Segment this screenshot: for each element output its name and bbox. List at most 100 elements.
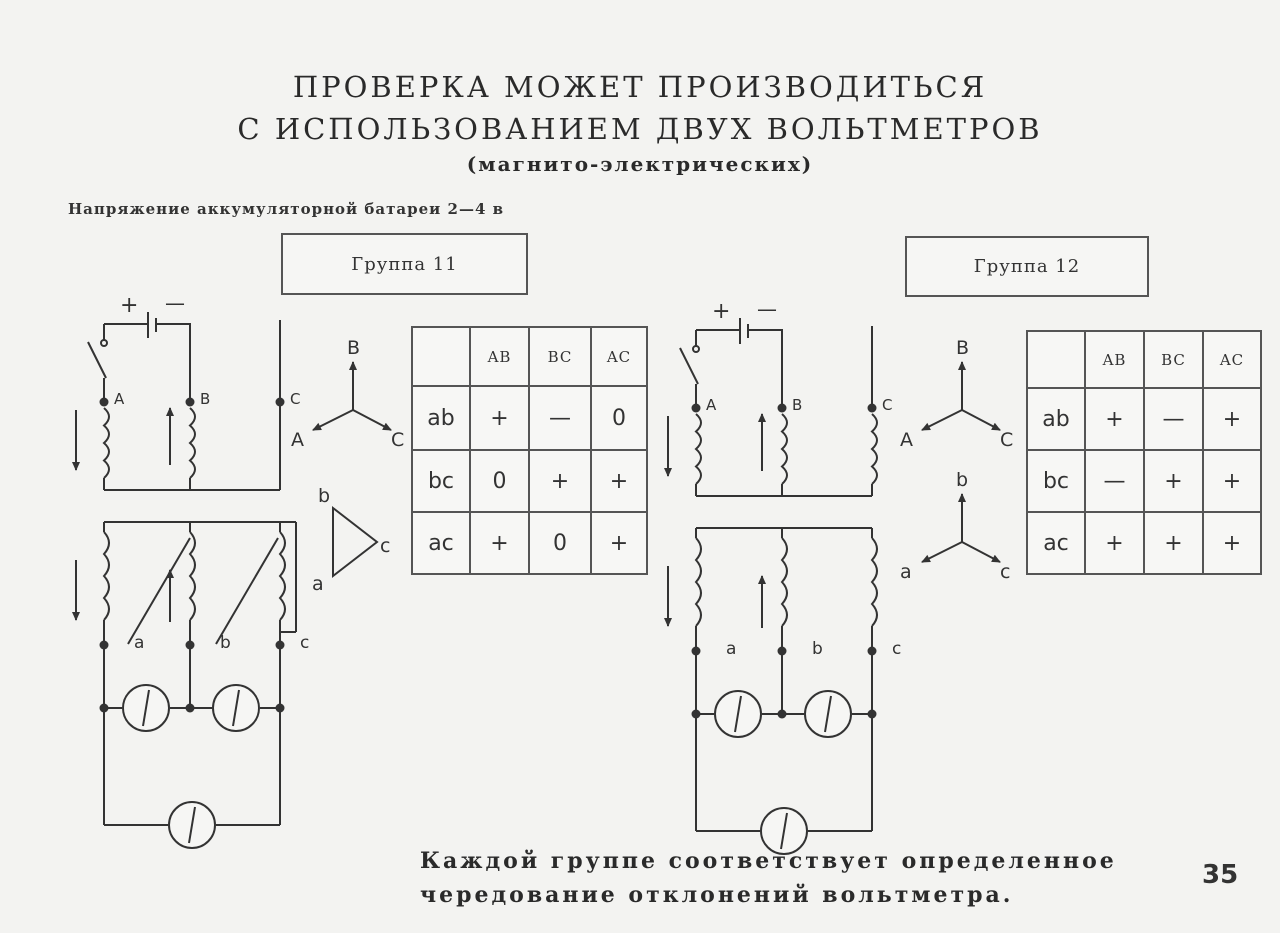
- secondary-delta-triangle: [332, 505, 379, 579]
- table-cell: —: [528, 385, 592, 451]
- primary-winding-b: [780, 413, 788, 485]
- secondary-delta-label: a: [312, 573, 324, 595]
- junction-dot: [777, 403, 787, 413]
- terminal-label: C: [882, 396, 892, 414]
- secondary-winding-a: [694, 537, 702, 627]
- table-corner: [1026, 330, 1086, 389]
- secondary-winding-c: [278, 531, 286, 621]
- table-cell: +: [469, 511, 530, 575]
- group-11-sign-table: AB BC AC ab + — 0 bc 0 + + ac + 0 +: [411, 326, 648, 575]
- column-header: AC: [590, 326, 648, 387]
- secondary-winding-b: [188, 531, 196, 621]
- junction-dot: [777, 709, 787, 719]
- terminal-label: B: [792, 396, 802, 414]
- group-12-label: Группа 12: [905, 236, 1149, 297]
- title-line-3: (магнито-электрических): [466, 152, 814, 176]
- group-11-label: Группа 11: [281, 233, 528, 295]
- table-cell: +: [1084, 511, 1145, 575]
- column-header: AB: [1084, 330, 1145, 389]
- table-corner: [411, 326, 471, 387]
- terminal-label: a: [726, 639, 736, 659]
- switch-blade: [679, 347, 699, 385]
- terminal-label: A: [706, 396, 717, 414]
- junction-dot: [185, 703, 195, 713]
- voltmeter-needle: [824, 695, 832, 733]
- secondary-winding-c: [870, 537, 878, 627]
- primary-star-vector: [961, 409, 1001, 431]
- secondary-winding-b: [780, 537, 788, 627]
- primary-star-vector: [312, 409, 354, 431]
- terminal-label: b: [220, 633, 231, 653]
- table-cell: 0: [590, 385, 648, 451]
- secondary-star-label: a: [900, 561, 912, 583]
- junction-dot: [867, 709, 877, 719]
- secondary-star-label: b: [956, 469, 968, 491]
- switch-blade: [87, 341, 107, 379]
- voltmeter-needle: [734, 695, 742, 733]
- battery-minus-sign: —: [757, 297, 777, 321]
- battery-plus-sign: +: [712, 299, 730, 324]
- wire: [156, 323, 191, 402]
- terminal-label: b: [812, 639, 823, 659]
- wire: [748, 329, 783, 408]
- table-cell: 0: [469, 449, 530, 513]
- switch-contact: [100, 339, 108, 347]
- table-cell: +: [1143, 511, 1204, 575]
- terminal-label: A: [114, 390, 125, 408]
- secondary-star-vector: [921, 541, 963, 563]
- terminal-label: c: [892, 639, 901, 659]
- row-header: bc: [411, 449, 471, 513]
- voltmeter-needle: [188, 806, 196, 844]
- junction-dot: [691, 403, 701, 413]
- table-cell: 0: [528, 511, 592, 575]
- table-cell: +: [528, 449, 592, 513]
- title-line-1: ПРОВЕРКА МОЖЕТ ПРОИЗВОДИТЬСЯ: [292, 70, 988, 104]
- terminal-label: a: [134, 633, 144, 653]
- table-cell: +: [590, 511, 648, 575]
- primary-star-label: C: [1000, 429, 1013, 451]
- primary-winding-a: [102, 407, 110, 479]
- voltmeter-needle: [232, 689, 240, 727]
- junction-dot: [275, 703, 285, 713]
- table-cell: +: [1202, 449, 1262, 513]
- row-header: ab: [1026, 387, 1086, 451]
- switch-contact: [692, 345, 700, 353]
- primary-winding-c: [870, 413, 878, 485]
- junction-dot: [691, 709, 701, 719]
- table-cell: —: [1084, 449, 1145, 513]
- primary-winding-b: [188, 407, 196, 479]
- battery-voltage-note: Напряжение аккумуляторной батареи 2—4 в: [68, 200, 505, 218]
- page-number: 35: [1202, 860, 1239, 890]
- primary-star-vector: [352, 409, 392, 431]
- junction-dot: [99, 703, 109, 713]
- secondary-delta-label: c: [380, 535, 390, 557]
- voltmeter-needle: [142, 689, 150, 727]
- terminal-label: B: [200, 390, 210, 408]
- battery-plus-sign: +: [120, 293, 138, 318]
- voltmeter-needle: [780, 812, 788, 850]
- table-cell: +: [1202, 387, 1262, 451]
- column-header: BC: [1143, 330, 1204, 389]
- secondary-star-vector: [961, 541, 1001, 563]
- primary-star-label: B: [956, 337, 969, 359]
- terminal-label: C: [290, 390, 300, 408]
- row-header: ac: [411, 511, 471, 575]
- primary-star-label: A: [900, 429, 913, 451]
- table-cell: +: [1202, 511, 1262, 575]
- table-cell: +: [1143, 449, 1204, 513]
- column-header: AB: [469, 326, 530, 387]
- column-header: AC: [1202, 330, 1262, 389]
- title-line-2: С ИСПОЛЬЗОВАНИЕМ ДВУХ ВОЛЬТМЕТРОВ: [237, 112, 1043, 146]
- table-cell: +: [469, 385, 530, 451]
- row-header: ac: [1026, 511, 1086, 575]
- row-header: ab: [411, 385, 471, 451]
- table-cell: —: [1143, 387, 1204, 451]
- primary-winding-a: [694, 413, 702, 485]
- primary-star-label: A: [291, 429, 304, 451]
- group-12-sign-table: AB BC AC ab + — + bc — + + ac + + +: [1026, 330, 1262, 575]
- junction-dot: [185, 397, 195, 407]
- table-cell: +: [1084, 387, 1145, 451]
